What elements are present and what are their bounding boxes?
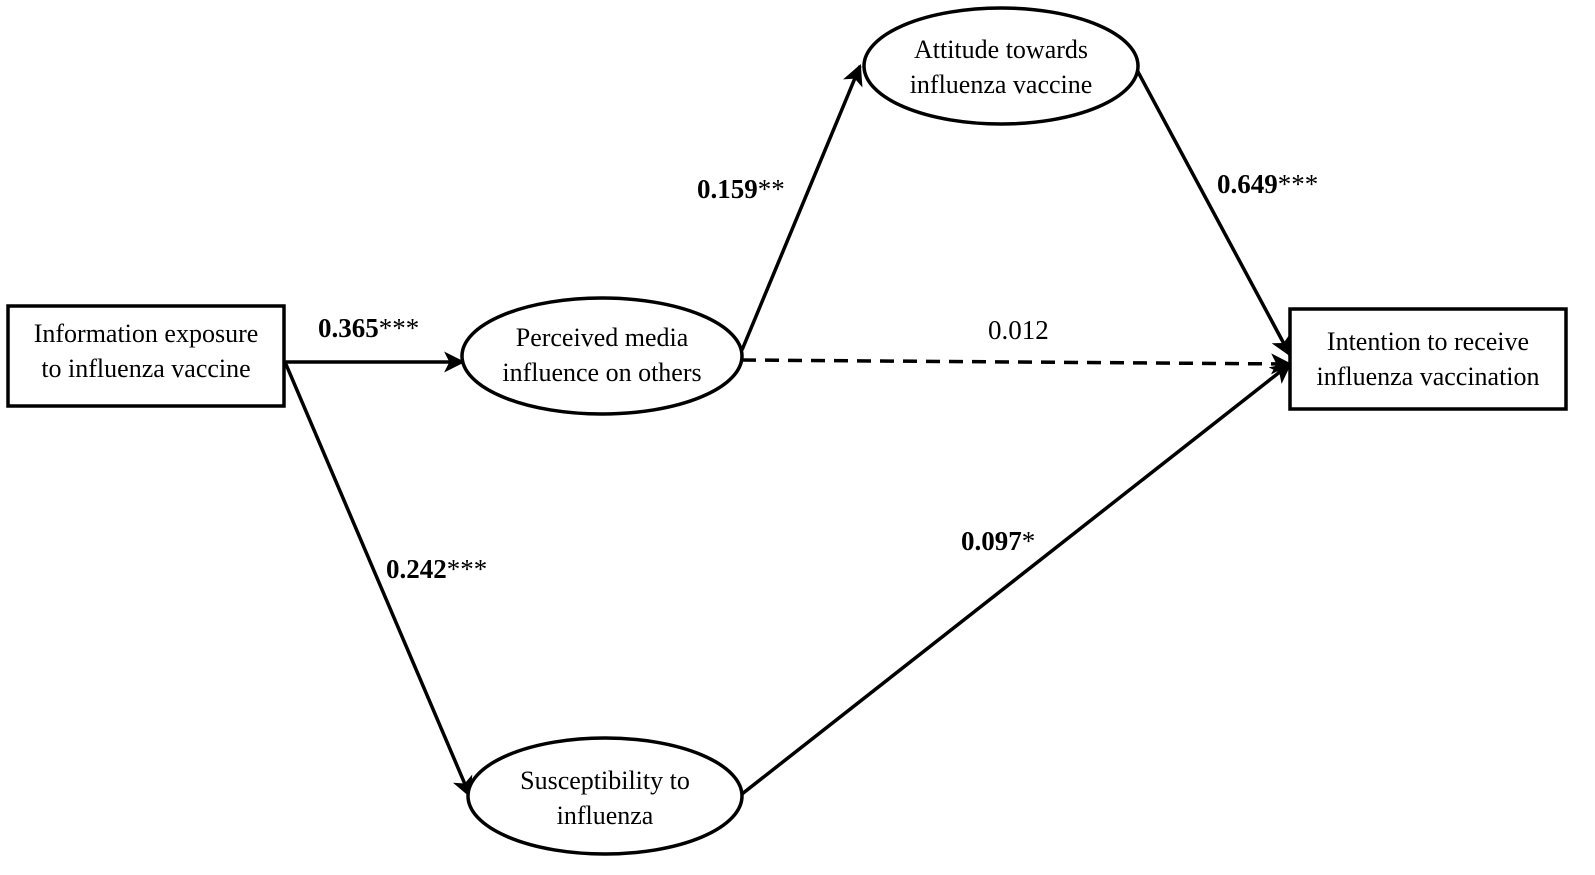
coef-media-to-attitude-sig: ** [758, 174, 785, 204]
node-information-exposure: Information exposure to influenza vaccin… [6, 304, 286, 408]
coef-exposure-to-susceptibility-value: 0.242 [386, 554, 447, 584]
node-intention-line2: influenza vaccination [1316, 362, 1539, 391]
edge-attitude-to-intention [1135, 69, 1292, 357]
node-attitude-line2: influenza vaccine [910, 70, 1093, 99]
coef-exposure-to-media-sig: *** [379, 313, 420, 343]
node-susceptibility-line1: Susceptibility to [520, 766, 690, 795]
node-attitude-line1: Attitude towards [914, 35, 1088, 64]
coef-exposure-to-media-value: 0.365 [318, 313, 379, 343]
coef-exposure-to-media: 0.365*** [318, 313, 419, 343]
coef-attitude-to-intention: 0.649*** [1217, 169, 1318, 199]
node-intention-line1: Intention to receive [1327, 327, 1529, 356]
coef-attitude-to-intention-sig: *** [1278, 169, 1319, 199]
node-perceived-media-line1: Perceived media [516, 323, 689, 352]
node-perceived-media-line2: influence on others [502, 358, 701, 387]
node-intention: Intention to receive influenza vaccinati… [1288, 307, 1568, 411]
coef-susceptibility-to-intention-value: 0.097 [961, 526, 1022, 556]
edge-media-to-intention [741, 353, 1293, 375]
node-attitude: Attitude towards influenza vaccine [862, 6, 1140, 126]
node-susceptibility: Susceptibility to influenza [466, 736, 744, 856]
edge-exposure-to-susceptibility [283, 361, 473, 798]
node-perceived-media: Perceived media influence on others [460, 296, 744, 416]
coef-media-to-intention: 0.012 [988, 315, 1049, 345]
coef-susceptibility-to-intention: 0.097* [961, 526, 1035, 556]
coef-attitude-to-intention-value: 0.649 [1217, 169, 1278, 199]
edge-media-to-attitude [740, 64, 863, 351]
coef-media-to-attitude: 0.159** [697, 174, 785, 204]
node-information-exposure-line1: Information exposure [34, 319, 259, 348]
edge-susceptibility-to-intention [740, 362, 1292, 796]
node-information-exposure-line2: to influenza vaccine [41, 354, 250, 383]
coef-susceptibility-to-intention-sig: * [1022, 526, 1036, 556]
coef-exposure-to-susceptibility: 0.242*** [386, 554, 487, 584]
node-susceptibility-line2: influenza [557, 801, 654, 830]
coef-media-to-intention-value: 0.012 [988, 315, 1049, 345]
coef-media-to-attitude-value: 0.159 [697, 174, 758, 204]
coef-exposure-to-susceptibility-sig: *** [447, 554, 488, 584]
